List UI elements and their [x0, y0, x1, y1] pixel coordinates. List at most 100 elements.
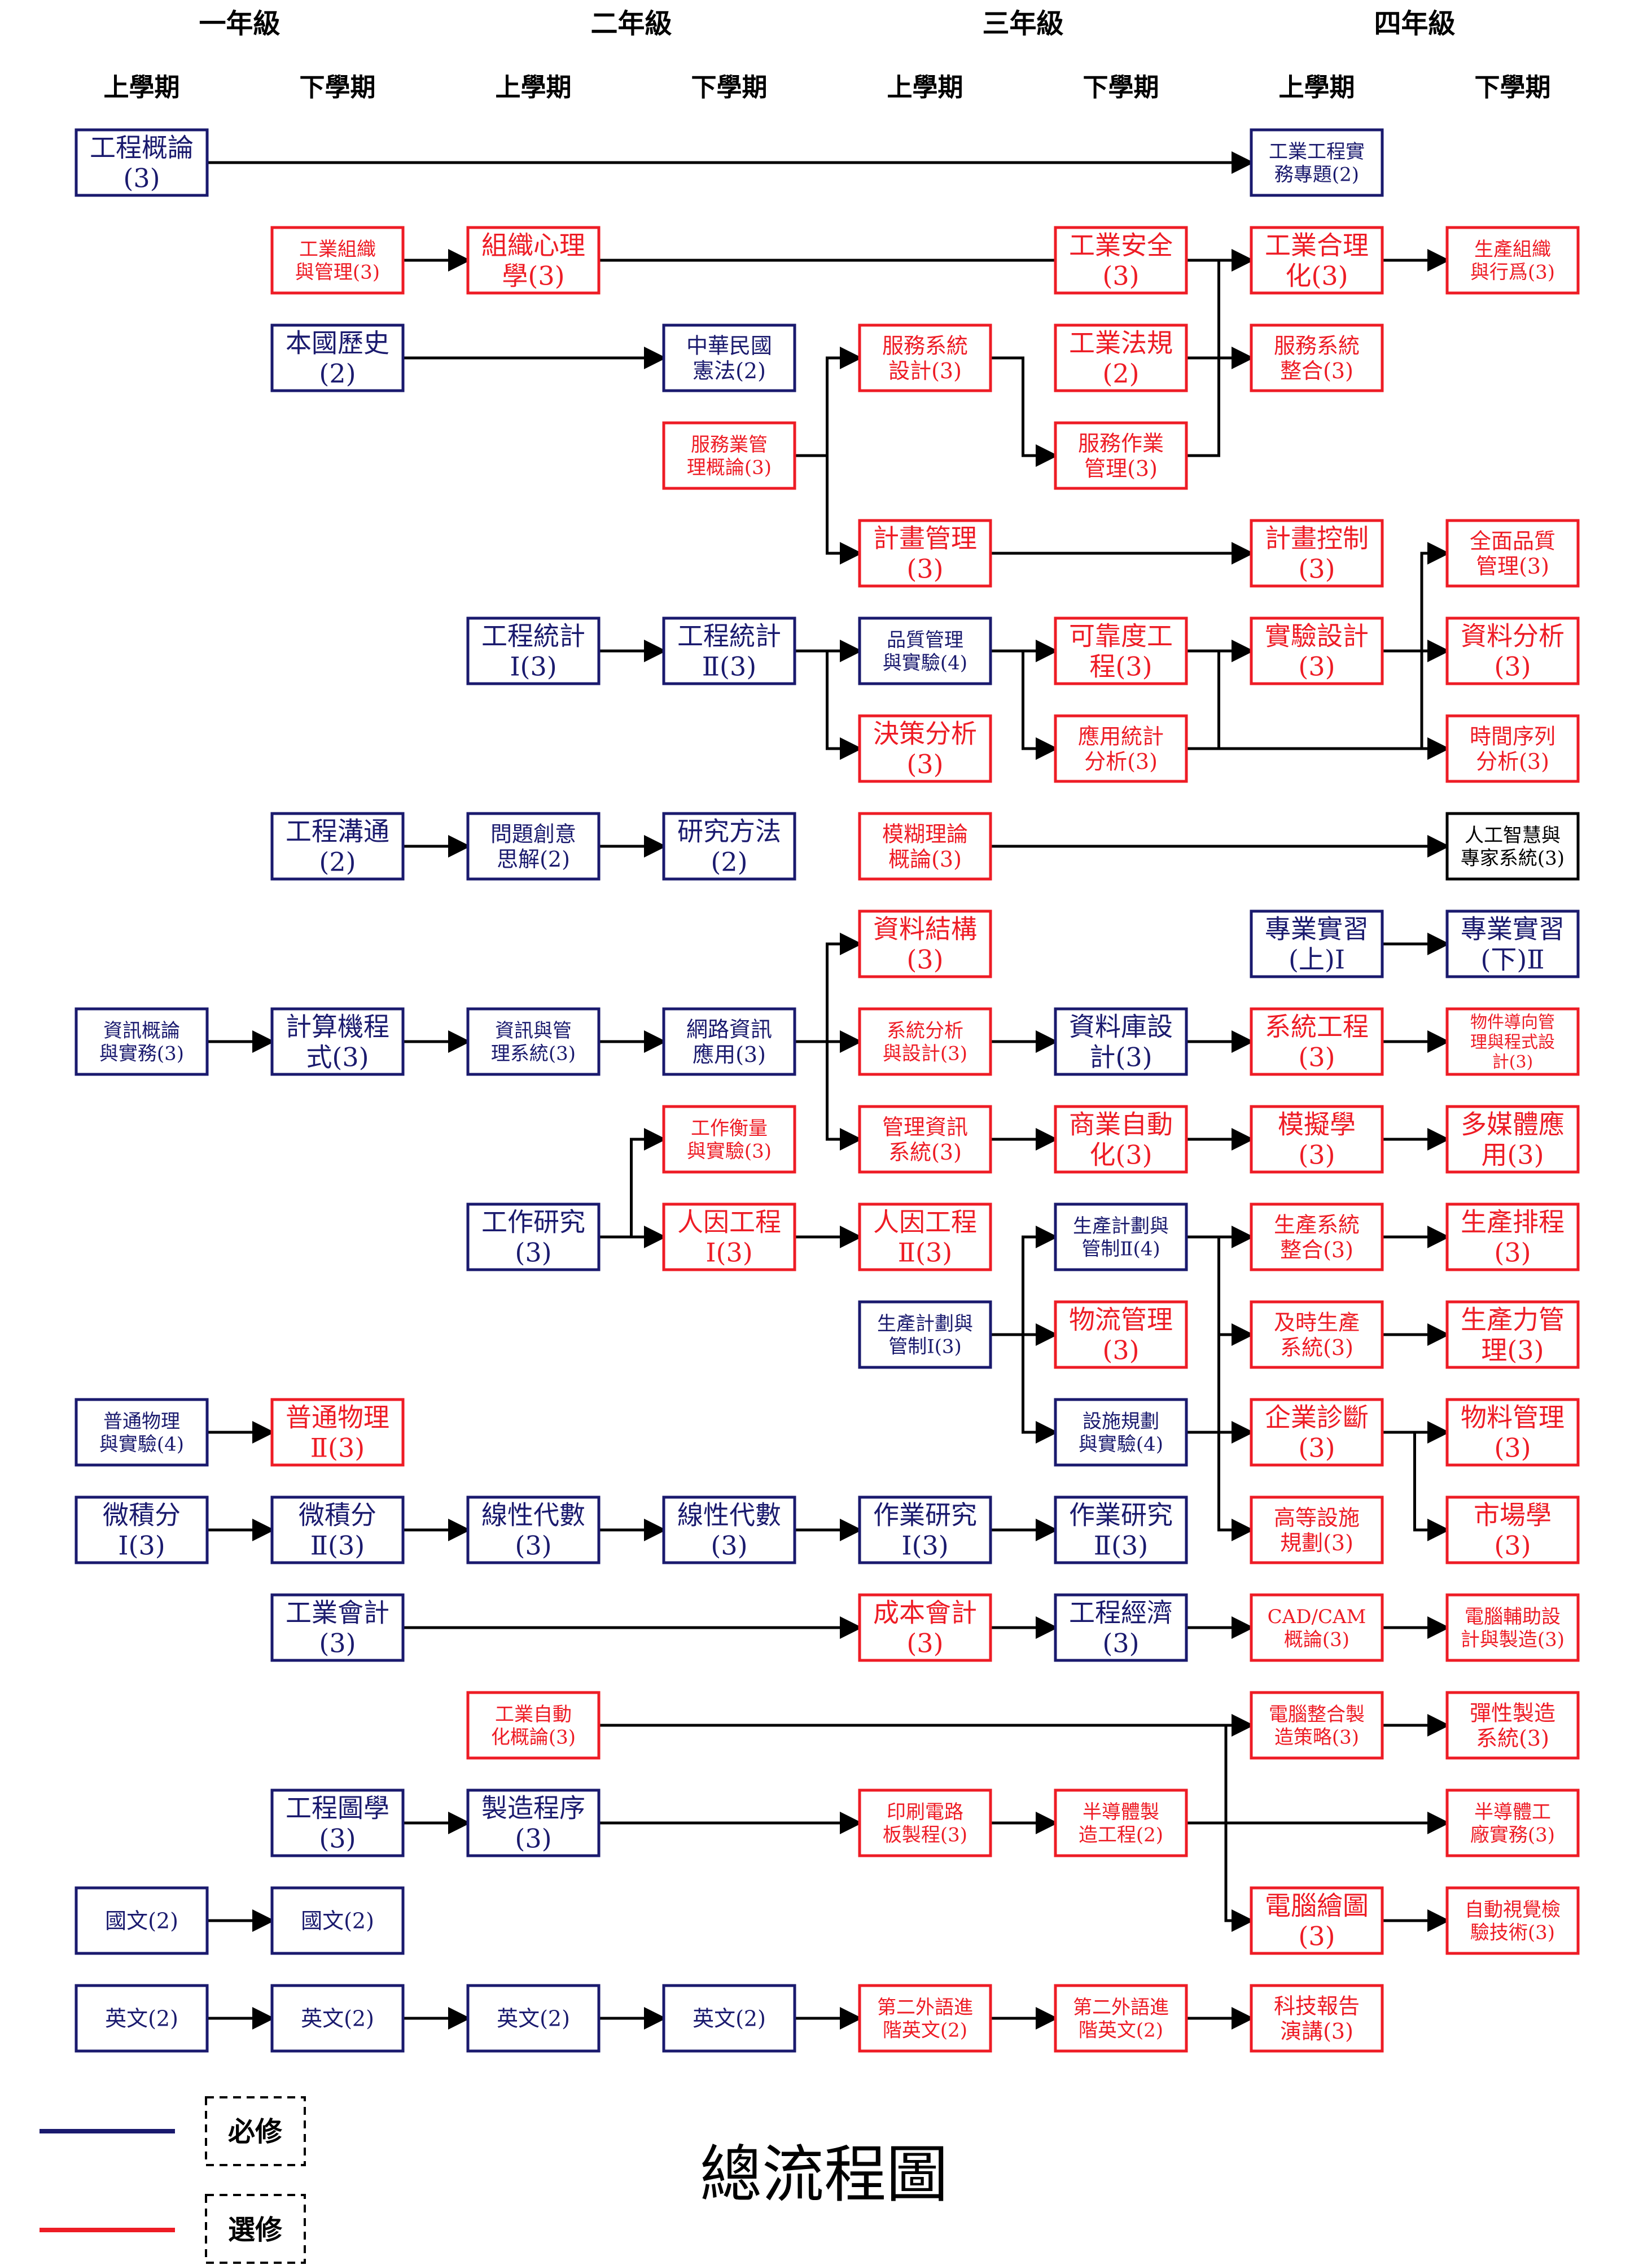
course-node[interactable]: 工業會計(3) [270, 1593, 405, 1662]
course-node[interactable]: 電腦繪圖(3) [1250, 1886, 1384, 1955]
course-node[interactable]: 資料分析(3) [1445, 616, 1580, 685]
course-node[interactable]: 計畫控制(3) [1250, 519, 1384, 588]
course-node[interactable]: 本國歷史(2) [270, 323, 405, 392]
course-node[interactable]: 模擬學(3) [1250, 1105, 1384, 1174]
course-node[interactable]: 工程圖學(3) [270, 1789, 405, 1857]
course-node[interactable]: 英文(2) [75, 1984, 209, 2053]
course-node[interactable]: 企業診斷(3) [1250, 1398, 1384, 1467]
course-node[interactable]: 計畫管理(3) [858, 519, 992, 588]
course-node[interactable]: 工業安全(3) [1054, 226, 1188, 295]
course-node[interactable]: 專業實習(下)Ⅱ [1445, 910, 1580, 978]
prerequisite-arrow [795, 454, 862, 565]
course-node[interactable]: 生產排程(3) [1445, 1203, 1580, 1271]
course-node[interactable]: 專業實習(上)Ⅰ [1250, 910, 1384, 978]
course-node[interactable]: 資料結構(3) [858, 910, 992, 978]
course-node[interactable]: 英文(2) [662, 1984, 796, 2053]
course-node[interactable]: 線性代數(3) [662, 1496, 796, 1564]
course-node[interactable]: 工業法規(2) [1054, 323, 1188, 392]
course-box [75, 128, 209, 197]
course-node[interactable]: 物料管理(3) [1445, 1398, 1580, 1467]
course-node[interactable]: 國文(2) [75, 1886, 209, 1955]
course-node[interactable]: 工程溝通(2) [270, 812, 405, 881]
course-node[interactable]: 市場學(3) [1445, 1496, 1580, 1564]
course-node[interactable]: 成本會計(3) [858, 1593, 992, 1662]
course-label: 中華民國 [686, 333, 772, 358]
course-node[interactable]: 實驗設計(3) [1250, 616, 1384, 685]
course-label: 憲法(2) [693, 358, 766, 383]
course-label: (3) [906, 945, 943, 975]
course-node[interactable]: 工程概論(3) [75, 128, 209, 197]
course-node[interactable]: 研究方法(2) [662, 812, 796, 881]
course-node[interactable]: 線性代數(3) [466, 1496, 601, 1564]
course-node[interactable]: 國文(2) [270, 1886, 405, 1955]
course-box [1250, 128, 1384, 197]
course-node[interactable]: 系統工程(3) [1250, 1007, 1384, 1076]
course-node[interactable]: 工程經濟(3) [1054, 1593, 1188, 1662]
course-node[interactable]: 決策分析(3) [858, 714, 992, 783]
course-node[interactable]: 英文(2) [466, 1984, 601, 2053]
course-node[interactable]: 物流管理(3) [1054, 1300, 1188, 1369]
course-node[interactable]: 製造程序(3) [466, 1789, 601, 1857]
course-node[interactable]: 英文(2) [270, 1984, 405, 2053]
course-node[interactable]: 工作研究(3) [466, 1203, 601, 1271]
